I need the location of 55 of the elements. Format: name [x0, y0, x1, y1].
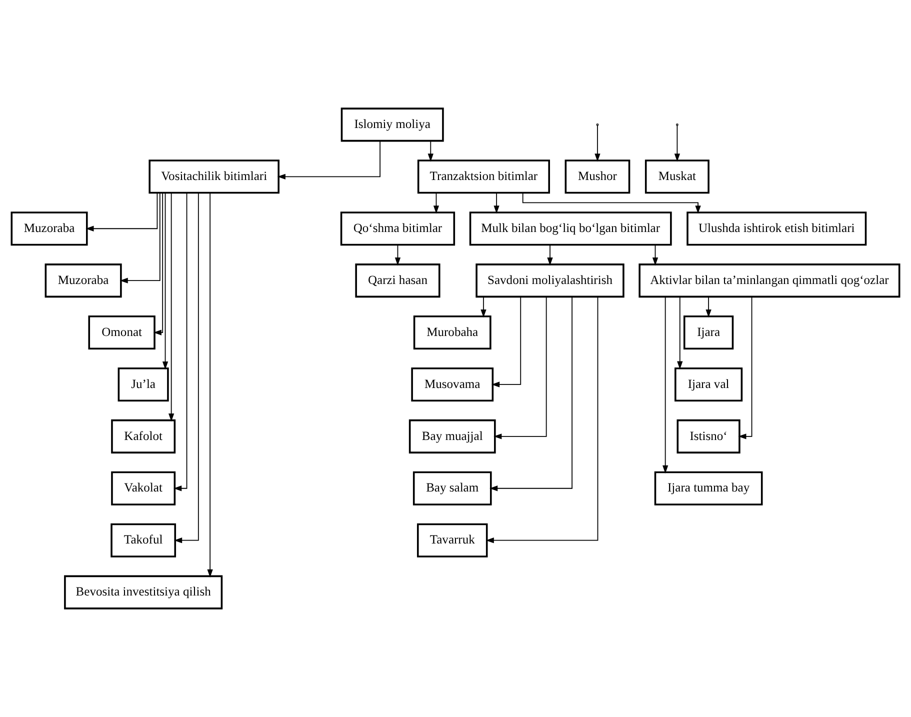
node-box: Ulushda ishtirok etish bitimlari — [686, 212, 867, 246]
arrow — [547, 244, 553, 266]
arrow — [492, 296, 522, 388]
node-box: Islomiy moliya — [340, 108, 444, 142]
node-box: Muskat — [644, 160, 710, 194]
arrow — [480, 296, 486, 318]
node-box: Muzoraba — [44, 264, 122, 298]
node-box: Ijara val — [674, 367, 743, 402]
node-box: Savdoni moliyalashtirish — [476, 264, 624, 298]
node-box: Musovama — [411, 367, 494, 402]
arrow — [486, 296, 598, 544]
arrow — [428, 140, 434, 162]
node-box: Ju’la — [118, 367, 169, 402]
arrow — [277, 140, 380, 180]
arrow — [652, 244, 658, 266]
arrow — [120, 192, 160, 284]
node-box: Ijara — [683, 316, 734, 350]
arrow — [433, 192, 440, 214]
node-box: Tavarruk — [416, 523, 488, 558]
arrow — [706, 296, 712, 318]
arrow — [494, 192, 500, 214]
arrow — [153, 192, 164, 336]
node-box: Istisno‘ — [676, 419, 740, 454]
arrow — [174, 192, 199, 544]
arrow — [168, 192, 174, 422]
node-box: Mushor — [564, 160, 630, 194]
node-box: Mulk bilan bog‘liq bo‘lgan bitimlar — [469, 212, 672, 246]
node-box: Bay muajjal — [408, 419, 496, 454]
node-box: Omonat — [88, 316, 156, 350]
arrow — [674, 124, 680, 162]
arrow — [494, 296, 547, 440]
node-box: Aktivlar bilan ta’minlangan qimmatli qog‘ozlar — [638, 264, 900, 298]
node-box: Bay salam — [412, 471, 492, 506]
arrow — [677, 296, 683, 370]
node-box: Ijara tumma bay — [654, 471, 763, 506]
arrow — [490, 296, 572, 492]
node-box: Qarzi hasan — [355, 264, 440, 298]
node-box: Tranzaktsion bitimlar — [417, 160, 550, 194]
node-box: Vositachilik bitimlari — [148, 160, 280, 194]
arrow — [738, 296, 752, 440]
node-box: Murobaha — [413, 316, 492, 350]
arrow — [662, 296, 668, 474]
arrow — [207, 192, 213, 578]
arrow — [162, 192, 168, 370]
arrow — [394, 244, 401, 266]
arrow — [86, 192, 158, 232]
node-box: Takoful — [110, 523, 176, 558]
node-box: Vakolat — [111, 471, 176, 506]
arrow — [594, 124, 600, 162]
arrow — [522, 192, 701, 214]
node-box: Kafolot — [111, 419, 176, 454]
node-box: Bevosita investitsiya qilish — [64, 575, 223, 610]
node-box: Muzoraba — [10, 212, 88, 246]
node-box: Qo‘shma bitimlar — [340, 212, 456, 246]
arrow — [174, 192, 188, 492]
